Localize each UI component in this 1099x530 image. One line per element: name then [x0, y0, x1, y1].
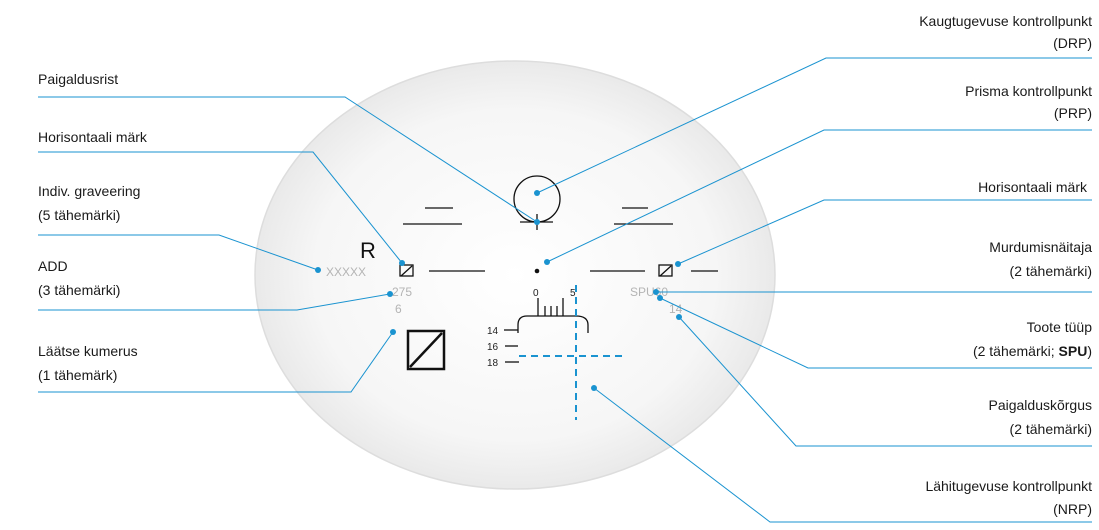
label-paigaldusrist: Paigaldusrist — [38, 71, 118, 87]
large-mark-box — [406, 329, 446, 371]
leader-horisontaali-left — [38, 151, 403, 264]
label-indiv-1: Indiv. graveering — [38, 183, 140, 199]
label-add-2: (3 tähemärki) — [38, 282, 120, 298]
label-horisontaali-right: Horisontaali märk — [978, 179, 1088, 195]
leader-prp — [546, 129, 1092, 263]
label-paigaldus-2: (2 tähemärki) — [1010, 421, 1092, 437]
label-add-1: ADD — [38, 258, 68, 274]
label-drp-2: (DRP) — [1053, 35, 1092, 51]
leader-nrp — [593, 387, 1092, 523]
label-drp-1: Kaugtugevuse kontrollpunkt — [919, 13, 1092, 29]
leader-paigaldusrist — [38, 96, 538, 223]
label-kumerus-1: Läätse kumerus — [38, 343, 138, 359]
side-letter: R — [360, 238, 376, 263]
leader-drp — [536, 57, 1092, 194]
leader-kumerus — [38, 331, 394, 393]
label-murdumis-2: (2 tähemärki) — [1010, 263, 1092, 279]
horizontal-mark-left-box — [399, 264, 414, 277]
scale-label-5: 5 — [570, 288, 576, 299]
prp-dot — [534, 268, 540, 274]
engraving-height: 14 — [669, 302, 683, 316]
scale-label-16: 16 — [487, 342, 499, 353]
label-tootetuup-1: Toote tüüp — [1027, 319, 1093, 335]
label-horisontaali-left: Horisontaali märk — [38, 129, 148, 145]
leader-paigaldus — [678, 316, 1092, 447]
leader-horisontaali-right — [677, 199, 1092, 265]
label-nrp-2: (NRP) — [1053, 501, 1092, 517]
leader-add — [38, 293, 391, 311]
label-tootetuup-2: (2 tähemärki; SPU) — [973, 343, 1092, 359]
scale-label-14: 14 — [487, 326, 499, 337]
leader-tootetuup — [659, 297, 1092, 369]
engraving-curve: 6 — [395, 302, 402, 316]
label-indiv-2: (5 tähemärki) — [38, 207, 120, 223]
label-kumerus-2: (1 tähemärk) — [38, 367, 117, 383]
engraving-indiv: XXXXX — [326, 265, 366, 279]
scale-label-18: 18 — [487, 358, 499, 369]
lens-outline — [254, 60, 776, 490]
label-nrp-1: Lähitugevuse kontrollpunkt — [925, 478, 1092, 494]
label-murdumis-1: Murdumisnäitaja — [989, 239, 1092, 255]
label-paigaldus-1: Paigalduskõrgus — [988, 397, 1092, 413]
leader-indiv — [38, 234, 319, 271]
label-prp-1: Prisma kontrollpunkt — [965, 83, 1092, 99]
horizontal-mark-right-box — [658, 264, 673, 277]
scale-label-0: 0 — [533, 288, 539, 299]
label-prp-2: (PRP) — [1054, 105, 1092, 121]
engraving-add: 275 — [392, 285, 412, 299]
